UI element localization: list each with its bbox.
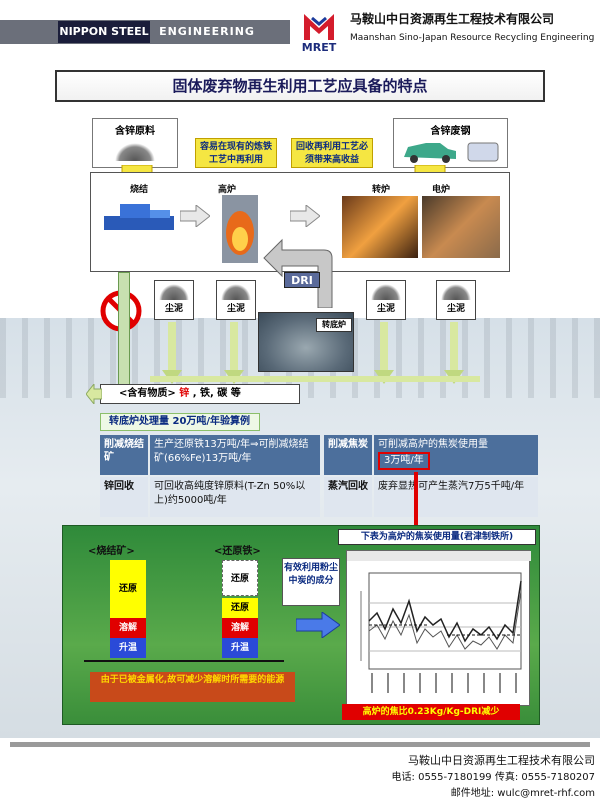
dust-flow-arrows (150, 322, 480, 384)
brand-nippon-steel: NIPPON STEEL (58, 21, 150, 43)
mret-logo: MRET (298, 10, 340, 56)
sinter-melt-seg: 溶解 (110, 618, 146, 638)
cell-steam-body: 废弃显热可产生蒸汽7万5千吨/年 (374, 477, 538, 517)
coke-amount: 3万吨/年 (378, 452, 430, 470)
arrow-left-icon (86, 384, 102, 404)
cell-zinc-head: 锌回收 (100, 477, 148, 517)
raw-pile-icon (115, 143, 155, 161)
footer-email: 邮件地址: wulc@mret-rhf.com (450, 788, 595, 799)
cell-coke-head: 削减焦炭 (324, 435, 372, 475)
dust-label-3: 尘泥 (376, 304, 395, 314)
dust-pile-icon (441, 284, 471, 300)
converter-photo (342, 196, 418, 258)
dust-box-4: 尘泥 (436, 280, 476, 320)
cell-steam-head: 蒸汽回收 (324, 477, 372, 517)
cell-sinter-reduce-head: 削减烧结矿 (100, 435, 148, 475)
arrow-right-icon (180, 205, 210, 227)
contained-substances: <含有物质> 锌 , 铁, 碳 等 (100, 384, 300, 404)
coke-body-text: 可削减高炉的焦炭使用量 (378, 439, 488, 450)
footer-phone-fax: 电话: 0555-7180199 传真: 0555-7180207 (391, 772, 595, 783)
dri-reduce-ghost-seg: 还原 (222, 560, 258, 596)
footer-divider (10, 742, 590, 747)
cell-zinc-body: 可回收高纯度锌原料(T-Zn 50%以上)约5000吨/年 (150, 477, 320, 517)
dust-box-3: 尘泥 (366, 280, 406, 320)
blast-furnace-icon (222, 195, 258, 263)
converter-label: 转炉 (372, 185, 391, 195)
dust-label-1: 尘泥 (164, 304, 183, 314)
contained-rest: , 铁, 碳 等 (192, 388, 241, 399)
effective-use-box: 有效利用粉尘中炭的成分 (282, 558, 340, 606)
dust-pile-icon (159, 284, 189, 300)
cell-coke-body: 可削减高炉的焦炭使用量 3万吨/年 (374, 435, 538, 475)
car-icon (403, 142, 498, 163)
zinc-scrap-label: 含锌废钢 (430, 126, 471, 137)
zinc-scrap-box: 含锌废钢 (393, 118, 508, 168)
red-pointer-line (414, 472, 418, 528)
dri-title: <还原铁> (214, 546, 261, 557)
dri-heat-seg: 升温 (222, 638, 258, 658)
contained-prefix: <含有物质> (119, 388, 176, 399)
dri-return-arrow-icon (263, 238, 333, 308)
dust-box-1: 尘泥 (154, 280, 194, 320)
dust-box-2: 尘泥 (216, 280, 256, 320)
callout-easy-existing: 容易在现有的炼铁工艺中再利用 (195, 138, 277, 168)
company-name-cn: 马鞍山中日资源再生工程技术有限公司 (350, 12, 555, 26)
logo-text: MRET (301, 41, 337, 54)
eaf-photo (422, 196, 500, 258)
dri-reduce-seg: 还原 (222, 598, 258, 618)
rhf-label: 转底炉 (316, 318, 352, 332)
arrow-right-icon-2 (290, 205, 320, 227)
benefit-table: 削减烧结矿 生产还原铁13万吨/年⇒可削减烧结矿(66%Fe)13万吨/年 削减… (100, 435, 538, 527)
company-name-en: Maanshan Sino-Japan Resource Recycling E… (350, 33, 595, 43)
zinc-raw-box: 含锌原料 (92, 118, 178, 168)
sinter-machine-icon (104, 204, 174, 230)
metallized-note: 由于已被金属化,故可减少溶解时所需要的能源 (90, 672, 295, 702)
dust-label-2: 尘泥 (226, 304, 245, 314)
sinter-reduce-seg: 还原 (110, 560, 146, 618)
footer-company: 马鞍山中日资源再生工程技术有限公司 (408, 754, 595, 767)
dust-pile-icon (371, 284, 401, 300)
blast-furnace-label: 高炉 (218, 185, 237, 195)
coke-usage-graph (346, 550, 531, 706)
baseline (84, 660, 284, 662)
sinter-ore-title: <烧结矿> (88, 546, 135, 557)
zinc-raw-label: 含锌原料 (115, 126, 155, 137)
dri-melt-seg: 溶解 (222, 618, 258, 638)
rhf-capacity-label: 转底炉处理量 20万吨/年验算例 (100, 413, 260, 431)
sinter-label: 烧结 (130, 185, 149, 195)
arrow-right-blue-icon (296, 612, 340, 638)
callout-recovery-benefit: 回收再利用工艺必须带来高收益 (291, 138, 373, 168)
page-title: 固体废弃物再生利用工艺应具备的特点 (55, 70, 545, 102)
dust-label-4: 尘泥 (446, 304, 465, 314)
return-pipe-left (118, 272, 130, 392)
dri-label: DRI (284, 272, 320, 288)
dust-pile-icon (221, 284, 251, 300)
brand-engineering: ENGINEERING (159, 25, 255, 38)
sinter-heat-seg: 升温 (110, 638, 146, 658)
contained-zinc: 锌 (179, 388, 190, 399)
furnace-graph-title: 下表为高炉的焦炭使用量(君津制铁所) (338, 529, 536, 545)
eaf-label: 电炉 (432, 185, 451, 195)
coke-reduction-note: 高炉的焦比0.23Kg/Kg-DRI减少 (342, 704, 520, 720)
cell-sinter-reduce-body: 生产还原铁13万吨/年⇒可削减烧结矿(66%Fe)13万吨/年 (150, 435, 320, 475)
